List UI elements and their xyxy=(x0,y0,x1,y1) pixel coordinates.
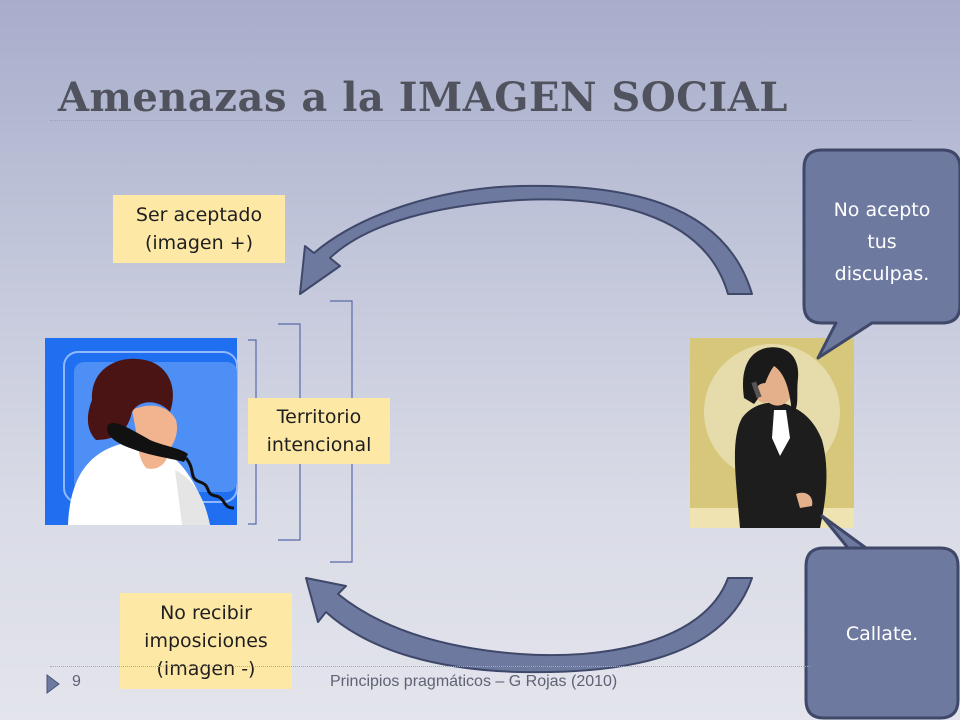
note-negative-face: No recibir imposiciones (imagen -) xyxy=(120,593,292,689)
note-line: (imagen +) xyxy=(144,232,253,254)
note-line: imposiciones xyxy=(144,630,268,652)
note-territory: Territorio intencional xyxy=(248,398,390,464)
bottom-curved-arrow xyxy=(305,577,753,674)
title-divider xyxy=(50,120,912,121)
note-line: (imagen -) xyxy=(156,658,256,680)
footer-credit: Principios pragmáticos – G Rojas (2010) xyxy=(330,673,618,690)
callout-bottom-bubble xyxy=(804,514,960,720)
note-positive-face: Ser aceptado (imagen +) xyxy=(113,195,285,263)
callout-bottom-text: Callate. xyxy=(806,618,958,650)
callout-top-line: No acepto xyxy=(833,199,931,221)
page-number: 9 xyxy=(72,673,81,690)
note-line: No recibir xyxy=(160,602,252,624)
top-curved-arrow xyxy=(299,184,753,295)
footer-divider xyxy=(50,666,810,667)
callout-top-line: disculpas. xyxy=(834,263,930,285)
note-line: intencional xyxy=(266,434,372,456)
slide-title: Amenazas a la IMAGEN SOCIAL xyxy=(58,74,788,121)
callout-top-text: No acepto tus disculpas. xyxy=(806,194,958,290)
triangle-marker-icon xyxy=(46,674,60,694)
callout-bottom-line: Callate. xyxy=(845,623,919,645)
note-line: Territorio xyxy=(276,406,362,428)
note-line: Ser aceptado xyxy=(135,204,263,226)
callout-top-bubble xyxy=(802,148,960,360)
callout-top-line: tus xyxy=(867,231,897,253)
